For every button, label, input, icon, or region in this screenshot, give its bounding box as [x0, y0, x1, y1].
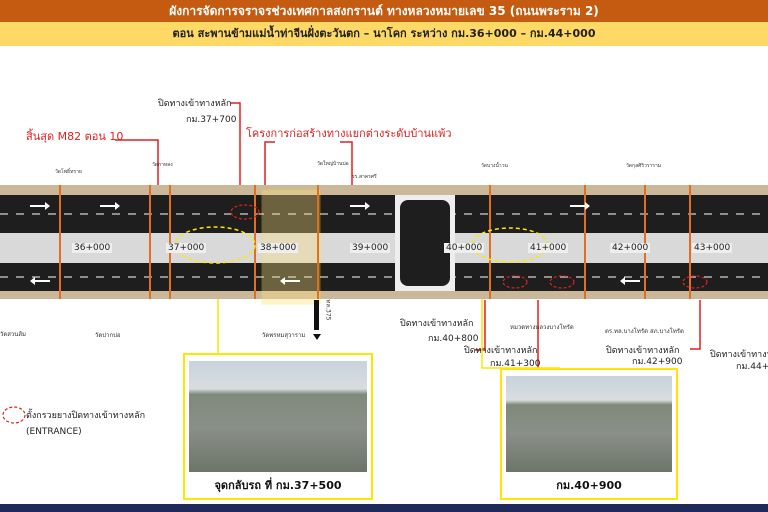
km-marker: 39+000 — [350, 243, 391, 253]
m82-end-label: สิ้นสุด M82 ตอน 10 — [26, 130, 124, 143]
closure-label-429: ปิดทางเข้าทางหลัก — [606, 346, 680, 356]
closure-label-408: ปิดทางเข้าทางหลัก — [400, 319, 474, 329]
footer-bar — [0, 504, 768, 512]
closure-km-413: กม.41+300 — [490, 359, 541, 369]
closure-label-377: ปิดทางเข้าทางหลัก — [158, 99, 232, 109]
landmark-school: รร.สาครศรี — [352, 174, 377, 180]
landmark-temple: วัดกาหลง — [152, 162, 173, 168]
km-marker: 41+000 — [528, 243, 569, 253]
km-marker: 42+000 — [610, 243, 651, 253]
closure-km-429: กม.42+900 — [632, 357, 683, 367]
landmark-temple: วัดปากบ่อ — [95, 332, 121, 339]
landmark-temple: วัดพรหมสุวาราม — [262, 332, 306, 339]
landmark-temple: วัดใหญ่บ้านบ่อ — [317, 161, 349, 167]
legend-entrance-label: (ENTRANCE) — [26, 427, 82, 437]
landmark-temple: วัดกุลศิริวราราม — [626, 163, 662, 169]
closure-label-443: ปิดทางเข้าทางห — [710, 350, 768, 360]
landmark-temple: วัดสวนส้ม — [0, 331, 27, 338]
interchange-project-label: โครงการก่อสร้างทางแยกต่างระดับบ้านแพ้ว — [246, 127, 452, 140]
highway-photo — [506, 376, 672, 472]
landmark-police: ตร.ทล.บางโทรัด — [605, 328, 648, 335]
closure-km-443: กม.44+3 — [736, 362, 768, 372]
closure-km-377: กม.37+700 — [186, 115, 237, 125]
landmark-temple: วัดโพธิ์ทราย — [55, 169, 82, 175]
page-title: ผังการจัดการจราจรช่วงเทศกาลสงกรานต์ ทางห… — [0, 0, 768, 22]
photo-caption: จุดกลับรถ ที่ กม.37+500 — [214, 479, 342, 492]
km-marker: 37+000 — [166, 243, 207, 253]
landmark-temple: วัดบางน้ำวน — [481, 163, 508, 169]
km-marker: 43+000 — [692, 243, 733, 253]
km-marker: 40+000 — [444, 243, 485, 253]
photo-caption: กม.40+900 — [556, 479, 622, 492]
landmark-police-station: สภ.บางโทรัด — [650, 328, 684, 335]
km-marker: 36+000 — [72, 243, 113, 253]
closure-label-413: ปิดทางเข้าทางหลัก — [464, 346, 538, 356]
legend-cone-label: ตั้งกรวยยางปิดทางเข้าทางหลัก — [26, 411, 146, 421]
km-marker: 38+000 — [258, 243, 299, 253]
photo-uturn-37500: จุดกลับรถ ที่ กม.37+500 — [183, 353, 373, 500]
closure-km-408: กม.40+800 — [428, 334, 479, 344]
highway-photo — [189, 361, 367, 472]
page-subtitle: ตอน สะพานข้ามแม่น้ำท่าจีนฝั่งตะวันตก – น… — [0, 22, 768, 46]
photo-km-40900: กม.40+900 — [500, 368, 678, 500]
landmark-highway-office: หมวดทางหลวงบางโทรัด — [510, 324, 574, 331]
road-375-label: ทล.375 — [324, 299, 332, 321]
